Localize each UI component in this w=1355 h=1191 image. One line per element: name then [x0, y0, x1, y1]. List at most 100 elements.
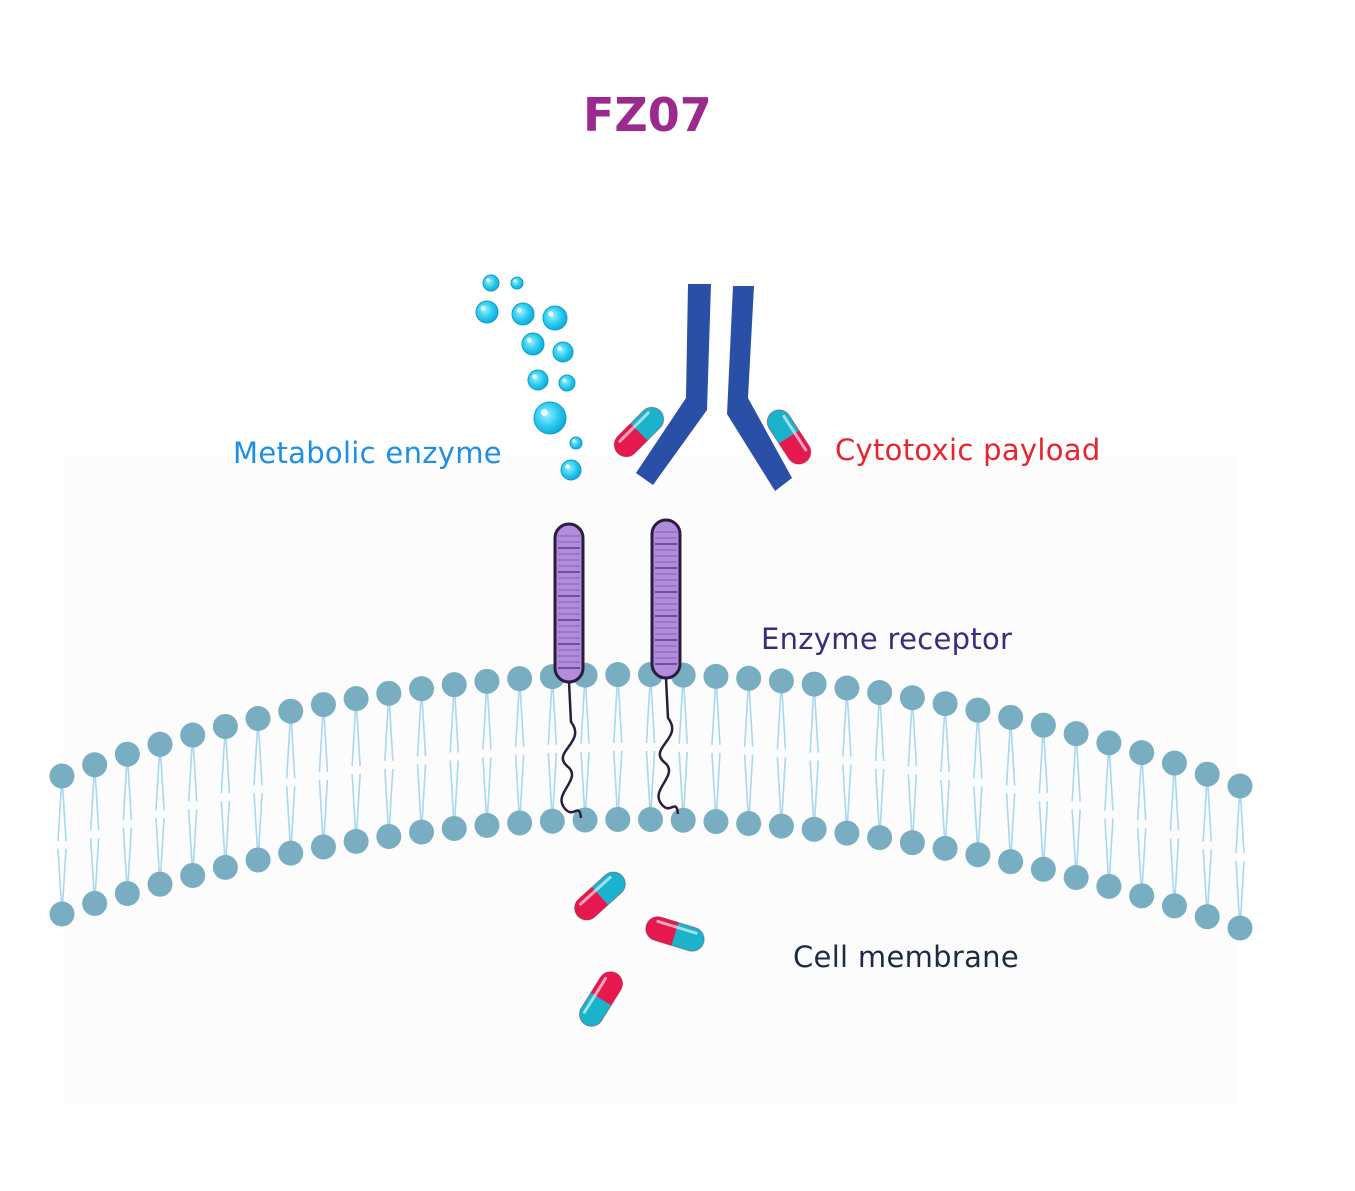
bubble-highlight — [486, 278, 490, 282]
lipid-head — [736, 665, 762, 691]
diagram-title: FZ07 — [583, 88, 712, 142]
lipid-head — [474, 812, 500, 838]
enzyme-bubble-icon — [475, 300, 499, 324]
enzyme-receptor-label: Enzyme receptor — [761, 622, 1013, 656]
lipid-head — [899, 830, 925, 856]
lipid-head — [343, 686, 369, 712]
lipid-head — [310, 834, 336, 860]
lipid-head — [212, 854, 238, 880]
bubble-highlight — [548, 311, 554, 317]
lipid-head — [932, 691, 958, 717]
cell-membrane-label: Cell membrane — [793, 940, 1019, 974]
lipid-head — [1096, 730, 1122, 756]
lipid-head — [1161, 893, 1187, 919]
lipid-head — [899, 685, 925, 711]
lipid-head — [1030, 856, 1056, 882]
lipid-head — [114, 741, 140, 767]
lipid-head — [49, 763, 75, 789]
enzyme-bubble-icon — [510, 276, 524, 290]
lipid-head — [441, 815, 467, 841]
lipid-head — [1063, 721, 1089, 747]
lipid-head — [965, 697, 991, 723]
lipid-head — [245, 847, 271, 873]
enzyme-bubble-icon — [533, 401, 567, 435]
lipid-head — [1129, 740, 1155, 766]
bubble-highlight — [516, 307, 522, 313]
lipid-head — [82, 752, 108, 778]
lipid-head — [867, 680, 893, 706]
lipid-head — [998, 849, 1024, 875]
bubble-highlight — [480, 305, 486, 311]
lipid-head — [703, 663, 729, 689]
lipid-head — [768, 813, 794, 839]
lipid-head — [867, 825, 893, 851]
lipid-head — [572, 807, 598, 833]
bubble-highlight — [565, 464, 570, 469]
lipid-head — [801, 816, 827, 842]
lipid-head — [1129, 883, 1155, 909]
capsule-half — [579, 992, 612, 1027]
lipid-head — [82, 890, 108, 916]
bubble-highlight — [513, 279, 517, 283]
lipid-head — [1227, 915, 1253, 941]
enzyme-bubble-icon — [558, 374, 576, 392]
lipid-head — [1096, 873, 1122, 899]
lipid-head — [965, 842, 991, 868]
lipid-head — [1161, 750, 1187, 776]
enzyme-bubble-icon — [511, 302, 535, 326]
antibody-icon — [636, 284, 792, 491]
metabolic-enzyme-label: Metabolic enzyme — [233, 436, 502, 470]
capsule-outline — [766, 409, 812, 465]
lipid-head — [343, 828, 369, 854]
bubble-highlight — [557, 346, 562, 351]
lipid-head — [310, 692, 336, 718]
capsule-half — [574, 887, 609, 921]
bubble-highlight — [526, 337, 532, 343]
capsule-outline — [574, 871, 626, 921]
lipid-head — [212, 713, 238, 739]
lipid-head — [147, 871, 173, 897]
lipid-head — [409, 819, 435, 845]
enzyme-bubble-icon — [542, 305, 568, 331]
enzyme-bubble-icon — [569, 436, 583, 450]
lipid-head — [801, 671, 827, 697]
bubble-highlight — [562, 378, 566, 382]
capsule-half — [767, 409, 800, 444]
lipid-head — [278, 840, 304, 866]
lipid-head — [834, 820, 860, 846]
enzyme-bubble-icon — [527, 369, 549, 391]
antibody-left-arm — [636, 284, 711, 485]
enzyme-bubble-icon — [482, 274, 500, 292]
lipid-head — [180, 862, 206, 888]
lipid-head — [670, 807, 696, 833]
antibody-right-arm — [727, 286, 792, 491]
bubble-highlight — [532, 374, 537, 379]
enzyme-bubble-icon — [560, 459, 582, 481]
enzyme-bubble-icon — [552, 341, 574, 363]
lipid-head — [507, 666, 533, 692]
cytotoxic-payload-label: Cytotoxic payload — [835, 433, 1101, 467]
lipid-head — [147, 731, 173, 757]
bubble-highlight — [572, 439, 576, 443]
lipid-head — [376, 680, 402, 706]
bubble-highlight — [540, 408, 548, 416]
lipid-head — [1030, 712, 1056, 738]
lipid-head — [278, 698, 304, 724]
lipid-head — [605, 806, 631, 832]
lipid-head — [1194, 761, 1220, 787]
lipid-head — [998, 704, 1024, 730]
lipid-head — [932, 835, 958, 861]
capsule-icon — [613, 406, 665, 458]
lipid-head — [49, 901, 75, 927]
lipid-head — [507, 810, 533, 836]
lipid-head — [1194, 904, 1220, 930]
metabolic-enzyme-icon — [475, 274, 583, 481]
lipid-head — [539, 808, 565, 834]
lipid-head — [736, 810, 762, 836]
capsule-shine — [618, 411, 650, 443]
lipid-head — [703, 809, 729, 835]
receptor-icon — [553, 522, 585, 819]
lipid-head — [409, 676, 435, 702]
